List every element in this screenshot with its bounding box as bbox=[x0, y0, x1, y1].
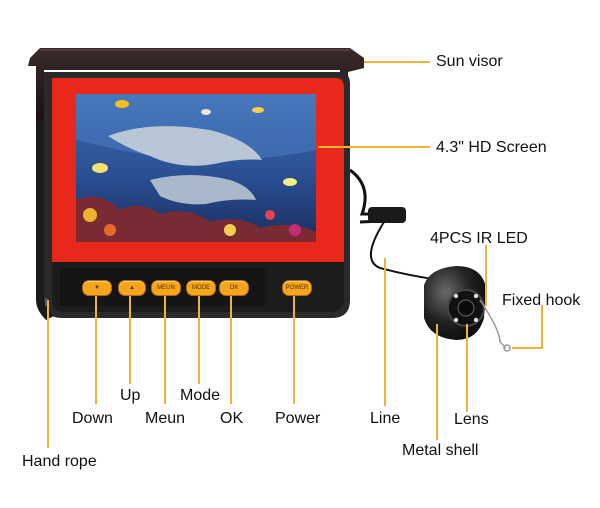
ok-button[interactable]: OK bbox=[219, 280, 249, 296]
down-button[interactable]: ▼ bbox=[82, 280, 112, 296]
sun-visor bbox=[28, 48, 364, 120]
label-ir-led: 4PCS IR LED bbox=[430, 230, 528, 247]
mode-button[interactable]: MODE bbox=[186, 280, 216, 296]
label-ok: OK bbox=[220, 410, 244, 427]
label-meun: Meun bbox=[145, 410, 186, 427]
label-hand-rope: Hand rope bbox=[22, 453, 97, 470]
label-power: Power bbox=[275, 410, 321, 427]
label-fixed-hook: Fixed hook bbox=[502, 292, 581, 309]
meun-button[interactable]: MEUN bbox=[151, 280, 181, 296]
label-down: Down bbox=[72, 410, 113, 427]
label-screen: 4.3" HD Screen bbox=[436, 139, 547, 156]
hd-screen bbox=[76, 94, 316, 242]
label-lens: Lens bbox=[454, 411, 489, 428]
cable bbox=[349, 168, 441, 281]
label-mode: Mode bbox=[180, 387, 221, 404]
label-metal-shell: Metal shell bbox=[402, 442, 479, 459]
label-sun-visor: Sun visor bbox=[436, 53, 503, 70]
label-up: Up bbox=[120, 387, 141, 404]
callout-leaders bbox=[47, 61, 543, 448]
up-button[interactable]: ▲ bbox=[118, 280, 146, 296]
power-button[interactable]: POWER bbox=[282, 280, 312, 296]
label-line: Line bbox=[370, 410, 401, 427]
